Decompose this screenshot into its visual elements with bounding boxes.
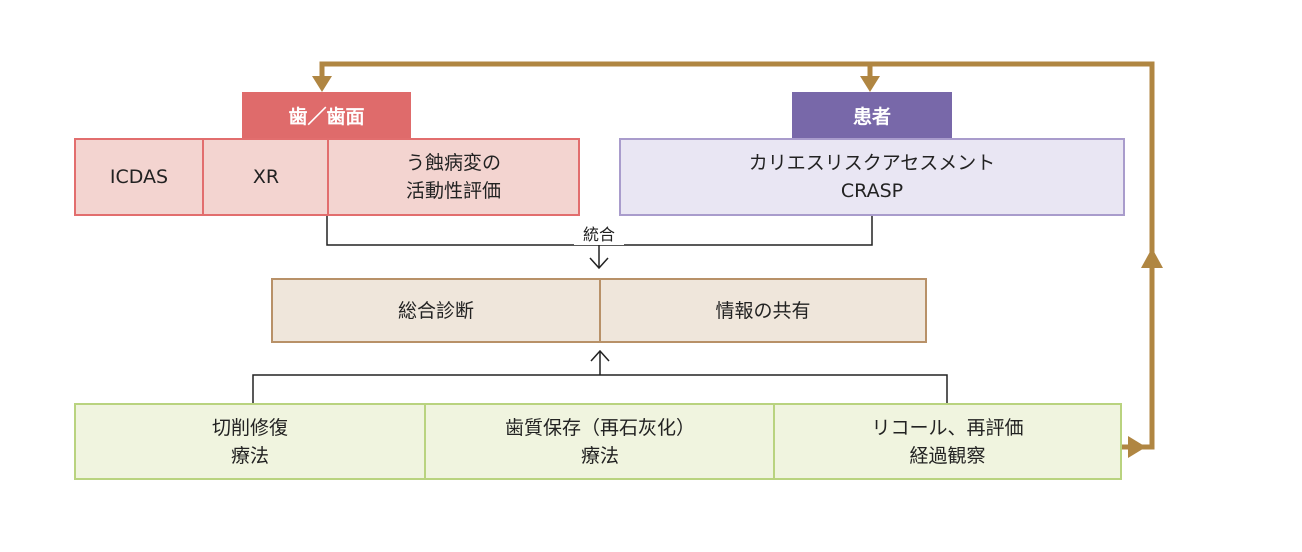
divider [424,405,426,478]
divider [327,140,329,214]
treatment-box: 切削修復 療法 歯質保存（再石灰化） 療法 リコール、再評価 経過観察 [74,403,1122,480]
remineralization-treatment-cell: 歯質保存（再石灰化） 療法 [504,416,695,467]
patient-group-header: 患者 [792,92,952,138]
recall-followup-cell: リコール、再評価 経過観察 [871,416,1024,467]
information-sharing-cell: 情報の共有 [715,299,811,322]
diagnosis-box: 総合診断 情報の共有 [271,278,927,343]
feedback-top-line [319,61,1155,268]
feedback-entry-arrowhead [1128,436,1146,458]
feedback-left-arrowhead [312,76,332,92]
tooth-group-box: ICDAS XR う蝕病変の 活動性評価 [74,138,580,216]
xr-cell: XR [252,166,280,188]
tooth-group-header: 歯／歯面 [242,92,411,138]
divider [202,140,204,214]
feedback-patient-arrowhead [860,76,880,92]
treatment-bracket [252,349,948,403]
feedback-right-riser [1122,262,1155,450]
down-arrow-icon [589,257,609,270]
divider [773,405,775,478]
caries-risk-assessment-cell: カリエスリスクアセスメント CRASP [619,138,1125,216]
icdas-cell: ICDAS [109,166,169,188]
restorative-treatment-cell: 切削修復 療法 [211,416,288,467]
integration-label: 統合 [574,221,624,245]
divider [599,280,601,341]
caries-activity-cell: う蝕病変の 活動性評価 [405,152,501,202]
integration-bracket [326,216,873,270]
up-arrow-icon [590,349,610,362]
comprehensive-diagnosis-cell: 総合診断 [397,299,474,322]
feedback-loop [312,61,1163,458]
